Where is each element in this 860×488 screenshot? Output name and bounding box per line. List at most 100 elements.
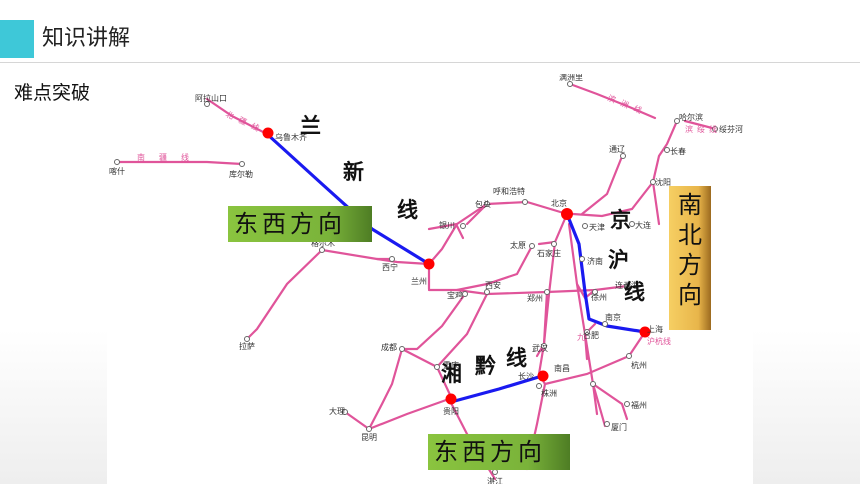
city-hangzhou: 杭州	[631, 360, 647, 370]
normal-stations	[114, 81, 718, 475]
rail-name-huhang: 沪杭线	[647, 336, 671, 346]
city-manzhouli: 满洲里	[559, 74, 583, 82]
station-dot-suifenhe	[712, 126, 718, 132]
city-alashankou: 阿拉山口	[195, 93, 227, 103]
direction-box-east-west-bottom: 东西方向	[428, 434, 570, 470]
station-dot-nanjing	[602, 321, 608, 327]
city-chengdu: 成都	[381, 342, 397, 352]
city-dalian: 大连	[635, 220, 651, 230]
rail-taiyuan	[455, 244, 534, 292]
header: 知识讲解	[0, 20, 860, 64]
label-xian3: 线	[506, 346, 527, 370]
city-labels: 满洲里 阿拉山口 乌鲁木齐 喀什 库尔勒 哈尔滨 绥芬河 长春 通辽 沈阳 大连…	[109, 72, 743, 486]
rail-lanqing	[320, 248, 431, 266]
rail-chengkun	[367, 347, 404, 431]
rail-yugui	[435, 365, 454, 401]
city-nanjing: 南京	[605, 312, 621, 322]
station-dot-alashankou	[204, 101, 210, 107]
rail-baocheng	[400, 292, 467, 351]
station-dot-chengdu	[399, 346, 405, 352]
station-dot-tianjin	[582, 223, 588, 229]
header-accent-square	[0, 20, 34, 58]
city-zhanjiang: 湛江	[487, 477, 503, 484]
city-wuhan: 武汉	[532, 343, 548, 353]
label-xiang: 湘	[441, 362, 462, 386]
city-kunming: 昆明	[361, 433, 377, 442]
rail-jingha	[571, 119, 679, 218]
city-xian: 西安	[485, 280, 501, 290]
rail-dali	[343, 410, 371, 431]
station-beijing	[561, 208, 573, 220]
rail-qingzang	[245, 248, 324, 341]
station-urumqi	[262, 127, 274, 139]
station-dot-kashi	[114, 159, 120, 165]
rail-line-names: 滨洲线 滨绥线 南疆线 北疆线 沪杭线 九	[137, 93, 717, 346]
city-beijing: 北京	[551, 198, 567, 208]
rail-jingguang	[525, 212, 569, 471]
direction-box-north-south: 南 北 方 向	[669, 186, 711, 330]
header-divider	[0, 62, 860, 63]
label-lan: 兰	[300, 114, 321, 138]
rail-baolan	[427, 222, 459, 291]
city-shanghai: 上海	[647, 324, 663, 334]
railway-map-svg: 满洲里 阿拉山口 乌鲁木齐 喀什 库尔勒 哈尔滨 绥芬河 长春 通辽 沈阳 大连…	[109, 72, 743, 486]
railway-map: 满洲里 阿拉山口 乌鲁木齐 喀什 库尔勒 哈尔滨 绥芬河 长春 通辽 沈阳 大连…	[107, 72, 753, 486]
city-suifenhe: 绥芬河	[719, 124, 743, 134]
rail-nanjiang	[115, 160, 244, 166]
station-dot-yinchuan	[460, 223, 466, 229]
city-xining: 西宁	[382, 262, 398, 272]
station-guiyang	[445, 393, 457, 405]
city-tianjin: 天津	[589, 222, 605, 232]
rail-beijiang	[205, 97, 269, 136]
station-dot-korla	[239, 161, 245, 167]
label-jing: 京	[610, 208, 631, 232]
station-dot-nanchang	[590, 381, 596, 387]
city-urumqi: 乌鲁木齐	[275, 132, 307, 142]
label-qian: 黔	[475, 354, 496, 378]
station-dot-manzhouli	[567, 81, 573, 87]
station-dot-kunming	[366, 426, 372, 432]
city-shenyang: 沈阳	[655, 177, 671, 187]
city-shijiazhuang: 石家庄	[537, 248, 561, 258]
section-subtitle: 难点突破	[14, 82, 91, 104]
city-tongliao: 通辽	[609, 144, 625, 154]
station-dot-fuzhou	[624, 401, 630, 407]
station-shanghai	[639, 326, 651, 338]
rail-bingsui	[683, 119, 714, 130]
rail-hangzhou-fuzhou	[591, 382, 629, 421]
station-dot-shenyang	[650, 179, 656, 185]
direction-box-east-west-top: 东西方向	[228, 206, 372, 242]
rail-name-jiu: 九	[577, 333, 585, 342]
station-dot-xiamen	[604, 421, 610, 427]
city-hefei: 合肥	[583, 330, 599, 340]
station-dot-taiyuan	[529, 243, 535, 249]
label-xian2: 线	[624, 280, 645, 304]
route-jinghu	[565, 212, 647, 334]
label-hu: 沪	[608, 248, 629, 272]
station-dot-lianyungang	[624, 283, 630, 289]
city-hohhot: 呼和浩特	[493, 186, 525, 196]
city-korla: 库尔勒	[229, 169, 253, 179]
city-dali: 大理	[329, 406, 345, 416]
label-xian1: 线	[397, 198, 418, 222]
station-dot-dalian	[629, 221, 635, 227]
station-dot-golmud	[319, 247, 325, 253]
rail-yinchuan	[455, 224, 465, 240]
city-nanchang: 南昌	[554, 363, 570, 373]
station-dot-dali	[342, 409, 348, 415]
station-dot-baoji	[462, 291, 468, 297]
city-golmud: 格尔木	[311, 238, 335, 248]
city-changchun: 长春	[670, 146, 686, 156]
rail-tongliao	[580, 152, 625, 216]
rail-dalian	[651, 180, 661, 226]
city-jinan: 济南	[587, 256, 603, 266]
page-title: 知识讲解	[42, 26, 131, 51]
city-baotou: 包头	[475, 199, 491, 209]
station-dot-shijiazhuang	[551, 241, 557, 247]
station-dot-hangzhou	[626, 353, 632, 359]
city-chongqing: 重庆	[443, 360, 459, 370]
city-lianyungang: 连云港	[615, 280, 639, 290]
station-dot-xining	[389, 256, 395, 262]
station-dot-harbin	[674, 118, 680, 124]
city-xuzhou: 徐州	[591, 292, 607, 302]
